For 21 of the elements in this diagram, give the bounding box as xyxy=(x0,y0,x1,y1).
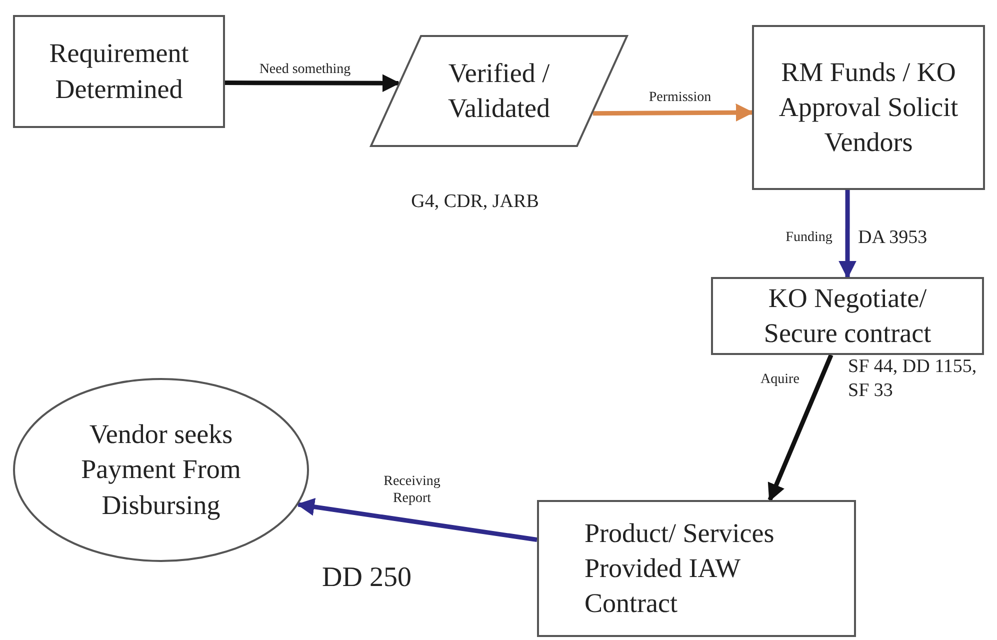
arrow xyxy=(838,190,856,279)
node-text: KO Negotiate/ Secure contract xyxy=(762,282,932,350)
form-number: SF 44, DD 1155, SF 33 xyxy=(848,355,978,402)
node-text: RM Funds / KO Approval Solicit Vendors xyxy=(778,56,960,160)
form-number: DA 3953 xyxy=(858,226,928,250)
process-box xyxy=(537,500,856,637)
node-text: Vendor seeks Payment From Disbursing xyxy=(80,418,242,522)
process-box xyxy=(711,277,984,355)
arrow xyxy=(592,104,754,122)
data-parallelogram xyxy=(370,35,628,147)
terminal-ellipse xyxy=(13,378,309,562)
process-box xyxy=(13,15,225,128)
node-text: Verified / Validated xyxy=(447,56,551,125)
node-text: Product/ Services Provided IAW Contract xyxy=(584,516,776,620)
process-box xyxy=(752,25,985,190)
form-number: DD 250 xyxy=(322,561,412,595)
form-note: G4, CDR, JARB xyxy=(410,190,540,214)
arrow xyxy=(296,498,538,542)
arrow xyxy=(768,354,834,502)
arrow xyxy=(225,74,400,92)
node-text: Requirement Determined xyxy=(48,37,190,106)
